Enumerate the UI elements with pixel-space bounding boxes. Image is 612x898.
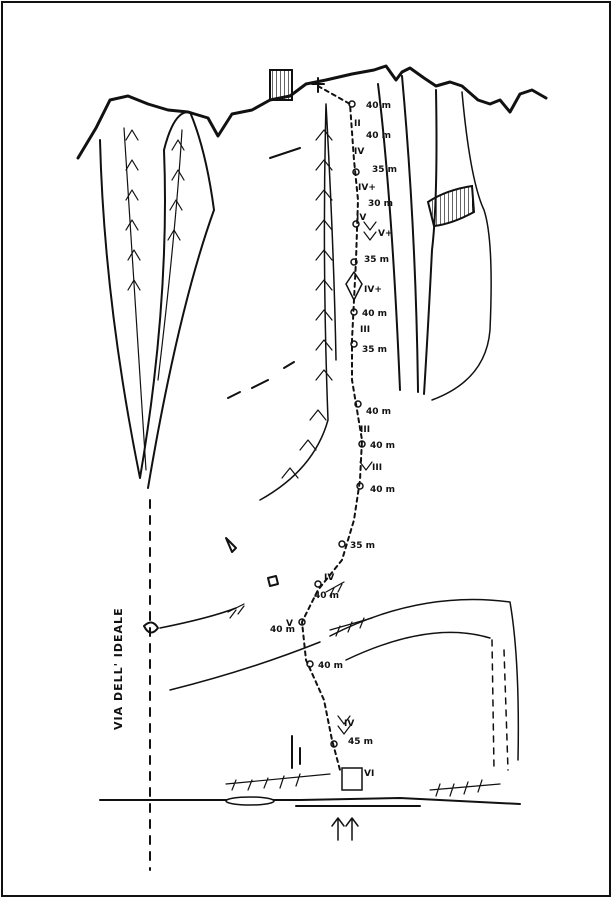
pitch-label: 40 m [370, 441, 395, 451]
summit-block [270, 70, 292, 100]
pitch-label: 40 m [366, 407, 391, 417]
pitch-label: IV+ [364, 285, 382, 295]
base-block [342, 768, 362, 790]
pitch-label: 40 m [362, 309, 387, 319]
pitch-label: 40 m [366, 101, 391, 111]
pitch-label: 35 m [364, 255, 389, 265]
pitch-label: III [372, 463, 382, 473]
pitch-label: 45 m [348, 737, 373, 747]
pitch-label: 40 m [366, 131, 391, 141]
route-name-label: VIA DELL' IDEALE [112, 607, 125, 730]
ground-boulder [226, 797, 274, 805]
pitch-label: IV [354, 147, 364, 157]
pitch-label: V+ [378, 229, 393, 239]
pitch-label: 40 m [370, 485, 395, 495]
pitch-label: 30 m [368, 199, 393, 209]
pitch-label: 40 m [318, 661, 343, 671]
pitch-label: II [354, 119, 361, 129]
pitch-label: 35 m [362, 345, 387, 355]
pitch-label: IV [356, 213, 366, 223]
pitch-label: 40 m [270, 625, 295, 635]
pitch-label: VI [364, 769, 374, 779]
pitch-label: 35 m [350, 541, 375, 551]
pitch-label: III [360, 325, 370, 335]
pitch-label: IV+ [358, 183, 376, 193]
pitch-label: III [360, 425, 370, 435]
pitch-label: IV [324, 573, 334, 583]
pitch-label: 40 m [314, 591, 339, 601]
pitch-label: 35 m [372, 165, 397, 175]
pitch-label: IV [344, 719, 354, 729]
